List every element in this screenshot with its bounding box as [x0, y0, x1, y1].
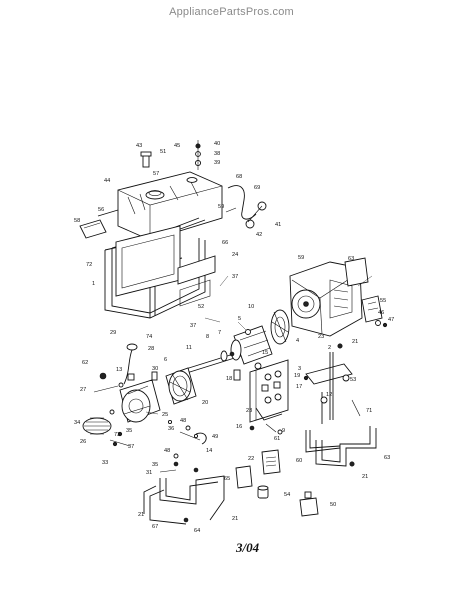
part-label: 3 [298, 366, 301, 372]
part-label: 73 [114, 432, 120, 438]
part-label: 33 [102, 460, 108, 466]
part-label: 60 [296, 458, 302, 464]
part-label: 8 [206, 334, 209, 340]
part-label: 69 [254, 185, 260, 191]
part-label: 20 [202, 400, 208, 406]
part-label: 1 [92, 281, 95, 287]
part-label: 22 [248, 456, 254, 462]
part-label: 72 [86, 262, 92, 268]
part-label: 23 [318, 334, 324, 340]
part-label: 64 [194, 528, 200, 534]
part-label: 44 [104, 178, 110, 184]
part-label: 50 [330, 502, 336, 508]
part-label: 34 [74, 420, 80, 426]
part-label: 23 [246, 408, 252, 414]
part-label: 21 [362, 474, 368, 480]
engine-assembly [289, 257, 388, 337]
part-label: 55 [380, 298, 386, 304]
part-label: 62 [82, 360, 88, 366]
end-bell-assembly [82, 343, 207, 447]
part-label: 13 [116, 367, 122, 373]
loose-parts-kit [235, 449, 319, 517]
part-label: 46 [378, 310, 384, 316]
part-label: 58 [74, 218, 80, 224]
part-label: 37 [232, 274, 238, 280]
part-label: 41 [275, 222, 281, 228]
site-header: AppliancePartsPros.com [169, 6, 294, 18]
control-panel-assembly [233, 359, 289, 435]
part-label: 37 [190, 323, 196, 329]
part-label: 15 [262, 350, 268, 356]
part-label: 21 [138, 512, 144, 518]
part-label: 5 [238, 316, 241, 322]
part-label: 2 [328, 345, 331, 351]
part-label: 26 [80, 439, 86, 445]
part-label: 27 [80, 387, 86, 393]
part-label: 51 [160, 149, 166, 155]
part-label: 7 [218, 330, 221, 336]
part-label: 42 [256, 232, 262, 238]
part-label: 29 [110, 330, 116, 336]
rotor-stator-assembly [175, 309, 290, 377]
part-label: 59 [298, 255, 304, 261]
part-label: 21 [232, 516, 238, 522]
part-label: 16 [236, 424, 242, 430]
part-label: 25 [162, 412, 168, 418]
part-label: 59 [218, 204, 224, 210]
part-label: 11 [186, 345, 192, 351]
part-label: 43 [136, 143, 142, 149]
part-label: 40 [214, 141, 220, 147]
part-label: 4 [296, 338, 299, 344]
part-label: 35 [152, 462, 158, 468]
part-label: 65 [224, 476, 230, 482]
part-label: 21 [352, 339, 358, 345]
part-label: 10 [248, 304, 254, 310]
part-label: 57 [153, 171, 159, 177]
part-label: 36 [168, 426, 174, 432]
part-label: 63 [384, 455, 390, 461]
part-label: 17 [296, 384, 302, 390]
part-label: 14 [206, 448, 212, 454]
part-label: 53 [350, 377, 356, 383]
part-label: 30 [152, 366, 158, 372]
left-cradle-assembly [143, 453, 225, 525]
part-label: 28 [148, 346, 154, 352]
part-number-labels: 43 51 45 40 38 39 57 44 68 69 56 58 59 4… [74, 141, 394, 534]
fuel-tank-frame-assembly [79, 140, 267, 323]
part-label: 39 [214, 160, 220, 166]
right-cradle-assembly [303, 343, 377, 467]
part-label: 48 [180, 418, 186, 424]
part-label: 6 [164, 357, 167, 363]
part-label: 19 [294, 373, 300, 379]
part-label: 49 [212, 434, 218, 440]
part-label: 9 [282, 428, 285, 434]
date-code: 3/04 [236, 540, 260, 555]
part-label: 52 [198, 304, 204, 310]
part-label: 37 [128, 444, 134, 450]
part-label: 61 [274, 436, 280, 442]
part-label: 56 [98, 207, 104, 213]
part-label: 24 [232, 252, 238, 258]
part-label: 67 [152, 524, 158, 530]
part-label: 35 [126, 428, 132, 434]
part-label: 68 [236, 174, 242, 180]
part-label: 45 [174, 143, 180, 149]
part-label: 48 [164, 448, 170, 454]
part-label: 38 [214, 151, 220, 157]
part-label: 47 [388, 317, 394, 323]
part-label: 31 [146, 470, 152, 476]
part-label: 54 [284, 492, 290, 498]
part-label: 12 [326, 392, 332, 398]
part-label: 66 [222, 240, 228, 246]
part-label: 71 [366, 408, 372, 414]
part-label: 18 [226, 376, 232, 382]
part-label: 74 [146, 334, 152, 340]
part-label: 63 [348, 256, 354, 262]
